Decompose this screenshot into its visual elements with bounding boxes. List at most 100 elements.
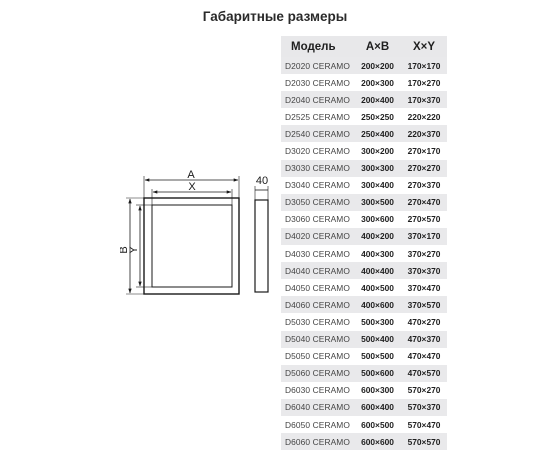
table-row: D4050 CERAMO 400×500 370×470 bbox=[281, 279, 447, 296]
xy-cell: 570×370 bbox=[401, 398, 447, 416]
header-model: Модель bbox=[281, 36, 354, 57]
model-cell: D5060 CERAMO bbox=[281, 364, 354, 382]
ab-cell: 600×400 bbox=[354, 398, 401, 416]
model-cell: D6060 CERAMO bbox=[281, 433, 354, 450]
xy-cell: 470×370 bbox=[401, 330, 447, 348]
model-cell: D2030 CERAMO bbox=[285, 77, 350, 88]
ab-cell: 500×500 bbox=[361, 351, 394, 362]
model-cell: D5040 CERAMO bbox=[281, 330, 354, 348]
xy-cell: 170×270 bbox=[407, 77, 441, 88]
ab-cell: 300×500 bbox=[354, 193, 401, 211]
model-cell: D6050 CERAMO bbox=[285, 419, 350, 430]
xy-cell: 570×470 bbox=[407, 419, 441, 430]
model-cell: D6030 CERAMO bbox=[285, 385, 350, 396]
xy-cell: 170×170 bbox=[401, 57, 447, 75]
xy-cell: 370×570 bbox=[401, 296, 447, 314]
xy-cell: 370×370 bbox=[401, 262, 447, 280]
xy-cell: 270×270 bbox=[401, 159, 447, 177]
model-cell: D5050 CERAMO bbox=[285, 351, 350, 362]
xy-cell: 370×470 bbox=[407, 282, 441, 293]
header-ab: A×B bbox=[354, 36, 401, 57]
model-cell: D4030 CERAMO bbox=[285, 248, 350, 259]
ab-cell: 400×300 bbox=[361, 248, 394, 259]
xy-cell: 220×370 bbox=[401, 125, 447, 143]
ab-cell: 300×600 bbox=[361, 214, 394, 225]
table-row: D6030 CERAMO 600×300 570×270 bbox=[281, 382, 447, 399]
ab-cell: 400×600 bbox=[354, 296, 401, 314]
ab-cell: 200×300 bbox=[361, 77, 394, 88]
model-cell: D6040 CERAMO bbox=[281, 398, 354, 416]
door-outer-frame bbox=[143, 197, 240, 295]
xy-cell: 270×370 bbox=[407, 180, 441, 191]
ab-cell: 500×400 bbox=[354, 330, 401, 348]
model-cell: D4060 CERAMO bbox=[281, 296, 354, 314]
label-x: X bbox=[188, 181, 196, 193]
model-cell: D3050 CERAMO bbox=[281, 193, 354, 211]
ab-cell: 400×200 bbox=[354, 227, 401, 246]
xy-cell: 470×270 bbox=[407, 316, 441, 327]
model-cell: D3020 CERAMO bbox=[285, 146, 350, 157]
model-cell: D2540 CERAMO bbox=[281, 125, 354, 143]
ab-cell: 400×500 bbox=[361, 282, 394, 293]
model-cell: D3030 CERAMO bbox=[281, 159, 354, 177]
header-xy: X×Y bbox=[401, 36, 447, 57]
ab-cell: 300×300 bbox=[354, 159, 401, 177]
model-cell: D2040 CERAMO bbox=[281, 91, 354, 109]
ab-cell: 250×250 bbox=[361, 111, 394, 122]
ab-cell: 200×200 bbox=[354, 57, 401, 75]
ab-cell: 500×600 bbox=[354, 364, 401, 382]
model-cell: D4050 CERAMO bbox=[285, 282, 350, 293]
ab-cell: 600×600 bbox=[354, 433, 401, 450]
model-cell: D4020 CERAMO bbox=[281, 227, 354, 246]
ab-cell: 400×400 bbox=[354, 262, 401, 280]
door-side-profile bbox=[254, 199, 269, 293]
table-header-row: Модель A×B X×Y bbox=[281, 36, 447, 57]
ab-cell: 600×300 bbox=[361, 385, 394, 396]
page-title: Габаритные размеры bbox=[202, 9, 348, 24]
xy-cell: 170×370 bbox=[401, 91, 447, 109]
xy-cell: 470×470 bbox=[407, 351, 441, 362]
xy-cell: 220×220 bbox=[407, 111, 441, 122]
xy-cell: 370×170 bbox=[401, 227, 447, 246]
xy-cell: 570×270 bbox=[407, 385, 441, 396]
table-row: D2030 CERAMO 200×300 170×270 bbox=[281, 74, 447, 91]
ab-cell: 300×400 bbox=[361, 180, 394, 191]
model-cell: D4040 CERAMO bbox=[281, 262, 354, 280]
ab-cell: 500×300 bbox=[361, 316, 394, 327]
xy-cell: 370×270 bbox=[407, 248, 441, 259]
label-a: A bbox=[187, 169, 195, 181]
ab-cell: 300×200 bbox=[361, 146, 394, 157]
label-depth: 40 bbox=[256, 175, 268, 187]
model-cell: D2020 CERAMO bbox=[281, 57, 354, 75]
label-b: B bbox=[120, 246, 130, 253]
model-cell: D3040 CERAMO bbox=[285, 180, 350, 191]
table-row: D3040 CERAMO 300×400 270×370 bbox=[281, 177, 447, 194]
table-row: D4030 CERAMO 400×300 370×270 bbox=[281, 245, 447, 262]
label-y: Y bbox=[128, 246, 140, 254]
door-inner-panel bbox=[151, 204, 233, 288]
table-row: D5050 CERAMO 500×500 470×470 bbox=[281, 348, 447, 365]
ab-cell: 250×400 bbox=[354, 125, 401, 143]
xy-cell: 270×470 bbox=[401, 193, 447, 211]
model-cell: D5030 CERAMO bbox=[285, 316, 350, 327]
model-cell: D3060 CERAMO bbox=[285, 214, 350, 225]
table-row: D5030 CERAMO 500×300 470×270 bbox=[281, 313, 447, 330]
ab-cell: 200×400 bbox=[354, 91, 401, 109]
